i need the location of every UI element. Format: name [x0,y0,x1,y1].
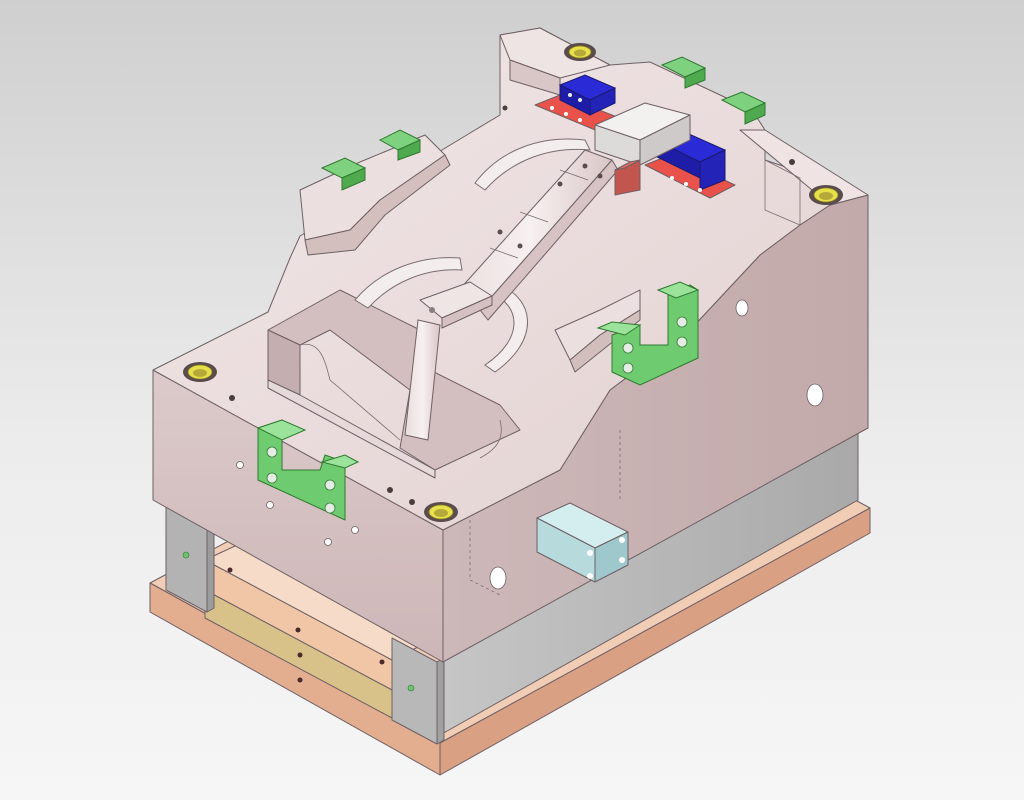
upper-arc-groove [474,138,591,191]
mounting-hole-icon [266,472,278,484]
ejector-hole [297,677,303,683]
guide-bushing-icon [564,43,596,61]
lifter-rod [404,319,441,441]
lower-arc-groove [484,284,528,373]
runner-face [479,159,619,321]
block-holes [229,105,824,590]
water-connector-box [536,502,629,583]
slider-blue-left-side [589,87,616,116]
ejector-housing [165,429,859,745]
mounting-hole-icon [676,336,688,348]
rail-pin-hole [407,684,415,692]
locking-block-right [611,284,699,386]
mounting-hole-icon [622,362,634,374]
guide-bushing-icon [424,502,458,522]
ejector-hole [227,567,233,573]
lifter-head-face [441,295,493,329]
right-ridge-face [764,159,801,226]
locking-blocks [256,56,767,521]
bottom-plate-side-face [439,507,871,776]
guide-bushing-icon [809,185,843,205]
slider-blue-right-side [699,149,726,191]
mounting-hole-icon [622,342,634,354]
spacer-rail-right-side [436,657,445,745]
guide-bushing-icon [183,362,217,382]
part-channel [354,138,619,441]
center-mechanism [594,102,691,196]
ejector-hole [297,652,303,658]
mounting-hole-icon [324,502,336,514]
cavity-pocket [267,289,521,479]
guide-bushings [183,43,843,522]
back-rail-top [499,27,611,79]
middle-arc-groove [354,257,463,309]
pocket-front-wall [267,379,436,479]
mounting-hole-icon [324,479,336,491]
left-raised-pad-face [304,154,451,256]
rail-pin-hole [182,551,190,559]
pocket-floor [267,289,521,471]
ejector-hole [295,627,301,633]
mounting-hole-icon [266,446,278,458]
lifter-bolt [429,307,435,313]
connector-box-side [594,531,629,583]
mounting-hole-icon [676,316,688,328]
side-detail-lines [469,430,621,596]
ejector-hole [379,659,385,665]
